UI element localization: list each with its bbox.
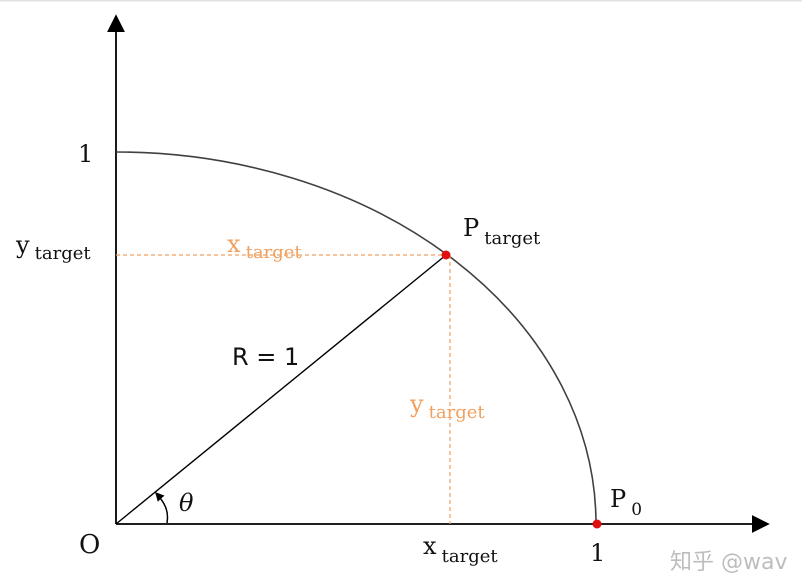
radius-label: R = 1 <box>232 343 299 371</box>
ptarget-label: P target <box>463 214 541 249</box>
vertical-guide-sub: target <box>429 402 486 423</box>
x-target-axis-main: x <box>423 532 437 560</box>
top-guide-label: x target <box>227 230 302 263</box>
top-guide-main: x <box>227 230 241 258</box>
x-one-label: 1 <box>590 539 605 567</box>
ptarget-sub-label: target <box>484 228 541 249</box>
vertical-guide-label: y target <box>409 390 485 423</box>
y-one-label: 1 <box>78 140 93 168</box>
unit-circle-arc <box>115 151 597 525</box>
vertical-guide-main: y <box>409 390 424 418</box>
curved-arrow-icon <box>155 491 169 524</box>
watermark-text: 知乎 @wav <box>670 550 788 575</box>
y-target-axis-label: y target <box>15 231 91 264</box>
p0-main-label: P <box>610 485 626 513</box>
y-target-axis-main: y <box>15 231 30 259</box>
p0-point-dot-icon <box>592 519 602 529</box>
target-point-dot-icon <box>441 250 451 260</box>
x-target-axis-sub: target <box>442 546 499 567</box>
p0-sub-label: 0 <box>631 500 642 520</box>
origin-label: O <box>79 530 100 560</box>
theta-label: θ <box>179 489 194 517</box>
x-target-axis-label: x target <box>423 532 498 567</box>
radius-line <box>115 254 447 525</box>
p0-label: P 0 <box>610 485 642 520</box>
y-target-axis-sub: target <box>35 243 92 264</box>
top-guide-sub: target <box>246 242 303 263</box>
ptarget-main-label: P <box>463 214 479 242</box>
